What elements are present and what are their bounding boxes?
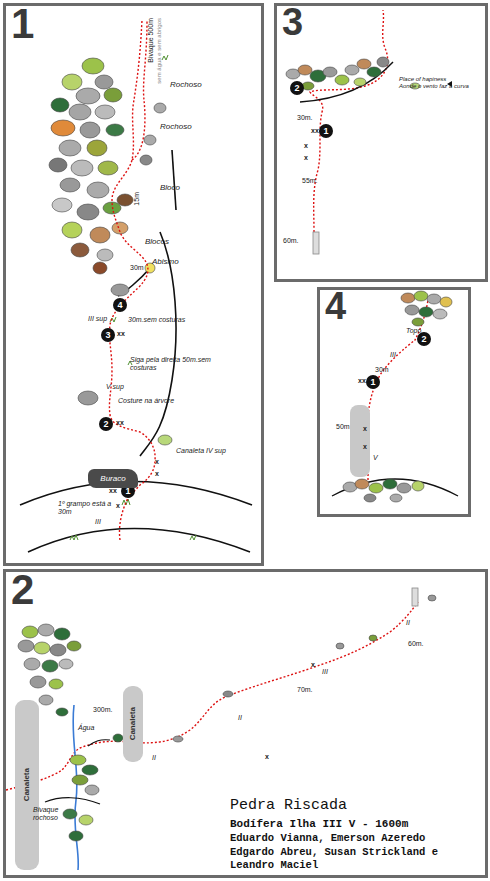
tree-cluster [18, 595, 436, 841]
callout-number: 1 [370, 378, 375, 387]
topo-note: 30m [130, 264, 144, 272]
topo-note: 70m. [297, 686, 313, 694]
panel-frame: 14321Buraco [3, 3, 264, 566]
topo-note: xx [117, 330, 125, 338]
gully-label: Canaleta [129, 707, 137, 740]
topo-note: 60m. [408, 640, 424, 648]
topo-note: xx [116, 419, 124, 427]
tree-cluster [343, 291, 452, 502]
route-line [6, 10, 428, 790]
topo-note: x [304, 154, 308, 162]
callout-circle: 1 [366, 375, 380, 389]
topo-note: x [265, 753, 269, 761]
gully-band: Canaleta [15, 700, 39, 870]
terrain-lines [332, 479, 458, 496]
topo-note: x [155, 470, 159, 478]
terrain-lines [45, 740, 110, 804]
topo-note: Rochoso [160, 122, 192, 131]
topo-note: Canaleta [176, 447, 204, 455]
route-credits: Bodífera Ilha III V - 1600m [230, 817, 408, 831]
topo-note: III [95, 518, 101, 526]
callout-number: 1 [323, 127, 328, 136]
topo-note: Rochoso [170, 80, 202, 89]
topo-note: x [304, 142, 308, 150]
cave-shape: Buraco [88, 469, 138, 488]
callout-number: 3 [105, 331, 110, 340]
water-line [73, 705, 78, 870]
topo-note: III sup [88, 315, 107, 323]
topo-note: x [116, 502, 120, 510]
topo-note: Place of hapiness [399, 76, 446, 83]
topo-note: 60m. [283, 237, 299, 245]
topo-note: III [390, 351, 396, 359]
topo-note: x [311, 661, 315, 669]
slab-band [350, 405, 370, 477]
topo-note: 30m.sem costuras [128, 316, 185, 324]
panel-frame: 2CanaletaCanaleta [3, 569, 488, 878]
topo-note: 55m. [302, 177, 318, 185]
gully-label: Canaleta [23, 768, 31, 801]
cave-label: Buraco [100, 475, 125, 483]
callout-number: 2 [294, 84, 299, 93]
callout-circle: 2 [417, 332, 431, 346]
gully-band: Canaleta [123, 686, 143, 762]
topo-note: 300m. [93, 706, 112, 714]
panel-number: 4 [325, 287, 346, 325]
topo-note: Bivaque rochoso [33, 806, 75, 822]
topo-note: 1º grampo está a 30m [58, 500, 112, 516]
topo-note: x [155, 458, 159, 466]
callout-number: 4 [117, 301, 122, 310]
topo-note: xx [311, 127, 319, 135]
topo-note: II [238, 714, 242, 722]
ladder-symbol [313, 232, 319, 254]
callout-circle: 2 [290, 81, 304, 95]
callout-number: 2 [421, 335, 426, 344]
grass-tufts [70, 55, 196, 540]
tree-cluster [49, 58, 172, 445]
topo-note: xx [109, 487, 117, 495]
callout-circle: 2 [99, 417, 113, 431]
topo-note: xx [358, 377, 366, 385]
topo-note: IV sup [206, 447, 226, 455]
topo-note: II [152, 754, 156, 762]
topo-note: Abismo [152, 257, 179, 266]
panel-number: 2 [11, 569, 34, 611]
topo-note: Bivaque 500m [147, 18, 155, 63]
topo-note: Topo [406, 327, 421, 335]
route-title: Pedra Riscada [230, 798, 347, 815]
topo-note: x [363, 425, 367, 433]
callout-circle: 4 [113, 298, 127, 312]
topo-note: Água [78, 724, 94, 732]
route-credits: Eduardo Vianna, Emerson Azeredo Edgardo … [230, 832, 444, 873]
terrain-lines [300, 62, 393, 102]
callout-circle: 1 [319, 124, 333, 138]
callout-number: 2 [103, 420, 108, 429]
panel-number: 1 [11, 3, 34, 45]
topo-note: Costure na árvore [118, 397, 174, 405]
topo-note: Blocos [145, 237, 169, 246]
topo-note: 50m [336, 423, 350, 431]
panel-frame: 4 2 1 [317, 287, 471, 517]
topo-note: 30m [375, 366, 389, 374]
topo-note: V sup [106, 383, 124, 391]
callout-circle: 3 [101, 328, 115, 342]
topo-note: Aonde o vento faz a curva [399, 83, 469, 90]
panel-number: 3 [282, 3, 303, 41]
topo-note: 30m. [297, 114, 313, 122]
topo-note: II [406, 619, 410, 627]
topo-note: III [322, 668, 328, 676]
terrain-lines [20, 150, 252, 552]
ladder-symbol [412, 588, 418, 606]
topo-note: Siga pela direita 50m.sem costuras [130, 356, 212, 372]
topo-note: 15m [133, 192, 141, 206]
topo-note: Bloco [160, 183, 180, 192]
topo-note: sem água e sem abrigos [156, 18, 163, 84]
topo-note: V [373, 454, 378, 462]
topo-note: x [363, 443, 367, 451]
